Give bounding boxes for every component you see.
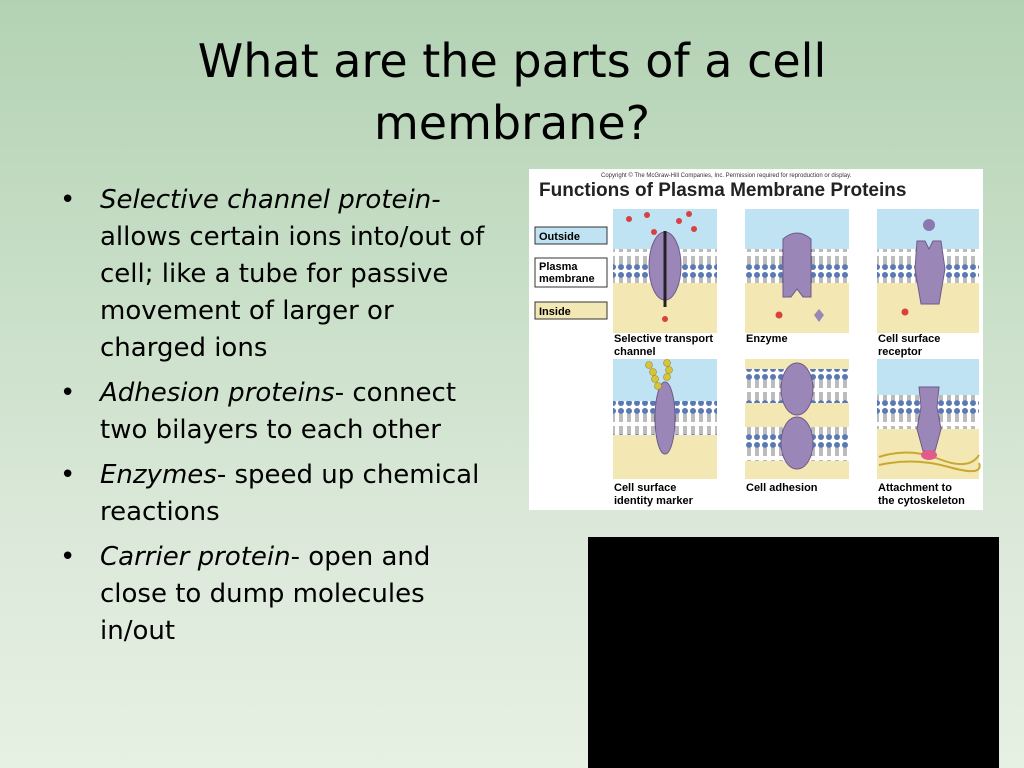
legend-inside-label: Inside — [539, 306, 571, 318]
bullet-glyph: • — [60, 542, 76, 572]
bullet-glyph: • — [60, 460, 76, 490]
bullet-text: connect two bilayers to each other — [100, 378, 457, 445]
bullet-item-carrier: • Carrier protein- open and close to dum… — [58, 539, 498, 650]
bullet-term: Enzymes — [100, 460, 217, 490]
slide-title: What are the parts of a cell membrane? — [197, 34, 827, 150]
bullet-separator: - — [334, 378, 345, 408]
panel-label: Cell surface — [614, 482, 676, 494]
bullet-list: • Selective channel protein- allows cert… — [58, 182, 498, 658]
panel-cell-surface-receptor: Cell surface receptor — [877, 209, 979, 358]
bullet-glyph: • — [60, 378, 76, 408]
figure-heading: Functions of Plasma Membrane Proteins — [539, 180, 906, 201]
panel-label: Cell adhesion — [746, 482, 818, 494]
figure-copyright: Copyright © The McGraw-Hill Companies, I… — [601, 172, 852, 179]
bullet-text: allows certain ions into/out of cell; li… — [100, 222, 485, 363]
panel-label: receptor — [878, 346, 923, 358]
bullet-item-adhesion: • Adhesion proteins- connect two bilayer… — [58, 375, 498, 449]
blank-video-placeholder — [588, 537, 999, 768]
bullet-separator: - — [290, 542, 301, 572]
legend-outside-label: Outside — [539, 231, 580, 243]
bullet-separator: - — [431, 185, 441, 215]
panel-selective-transport-channel: Selective transport channel — [613, 209, 717, 358]
membrane-proteins-figure: Copyright © The McGraw-Hill Companies, I… — [529, 169, 983, 510]
panel-enzyme: Enzyme — [745, 209, 849, 345]
anchor-protein — [916, 386, 942, 452]
legend-membrane-swatch — [534, 257, 608, 288]
membrane-proteins-diagram: Copyright © The McGraw-Hill Companies, I… — [534, 172, 981, 507]
panel-cell-surface-identity-marker: Cell surface identity marker — [613, 359, 717, 507]
product-icon — [814, 309, 824, 322]
adhesion-protein-upper — [780, 362, 814, 416]
marker-protein — [654, 381, 676, 455]
panel-label: Attachment to — [878, 482, 952, 494]
panel-label: Enzyme — [746, 333, 788, 345]
bullet-text: speed up chemical reactions — [100, 460, 480, 527]
receptor-protein — [914, 240, 946, 305]
bullet-item-selective-channel: • Selective channel protein- allows cert… — [58, 182, 498, 367]
signal-molecule-icon — [923, 219, 935, 231]
legend-plasma-label: Plasma — [539, 261, 578, 273]
panel-label: Cell surface — [878, 333, 940, 345]
adhesion-protein-lower — [780, 416, 814, 470]
legend-membrane-label: membrane — [539, 273, 595, 285]
enzyme-protein — [782, 232, 812, 298]
panel-label: the cytoskeleton — [878, 495, 965, 507]
panel-attachment-cytoskeleton: Attachment to the cytoskeleton — [877, 359, 981, 507]
bullet-item-enzymes: • Enzymes- speed up chemical reactions — [58, 457, 498, 531]
panel-cell-adhesion: Cell adhesion — [745, 359, 849, 494]
bullet-term: Selective channel protein — [100, 185, 432, 215]
bullet-glyph: • — [60, 185, 76, 215]
bullet-term: Adhesion proteins — [100, 378, 335, 408]
panel-label: channel — [614, 346, 656, 358]
legend-outside-swatch — [534, 226, 608, 245]
bullet-separator: - — [216, 460, 227, 490]
figure-legend: Outside Plasma membrane Inside — [534, 226, 608, 320]
panel-label: Selective transport — [614, 333, 713, 345]
substrate-icon — [775, 311, 783, 319]
bullet-text: open and close to dump molecules in/out — [100, 542, 431, 646]
panel-label: identity marker — [614, 495, 694, 507]
carbohydrate-chain-icon — [645, 359, 673, 390]
legend-inside-swatch — [534, 301, 608, 320]
cytoskeleton-fiber-icon — [878, 451, 980, 466]
bullet-term: Carrier protein — [100, 542, 291, 572]
